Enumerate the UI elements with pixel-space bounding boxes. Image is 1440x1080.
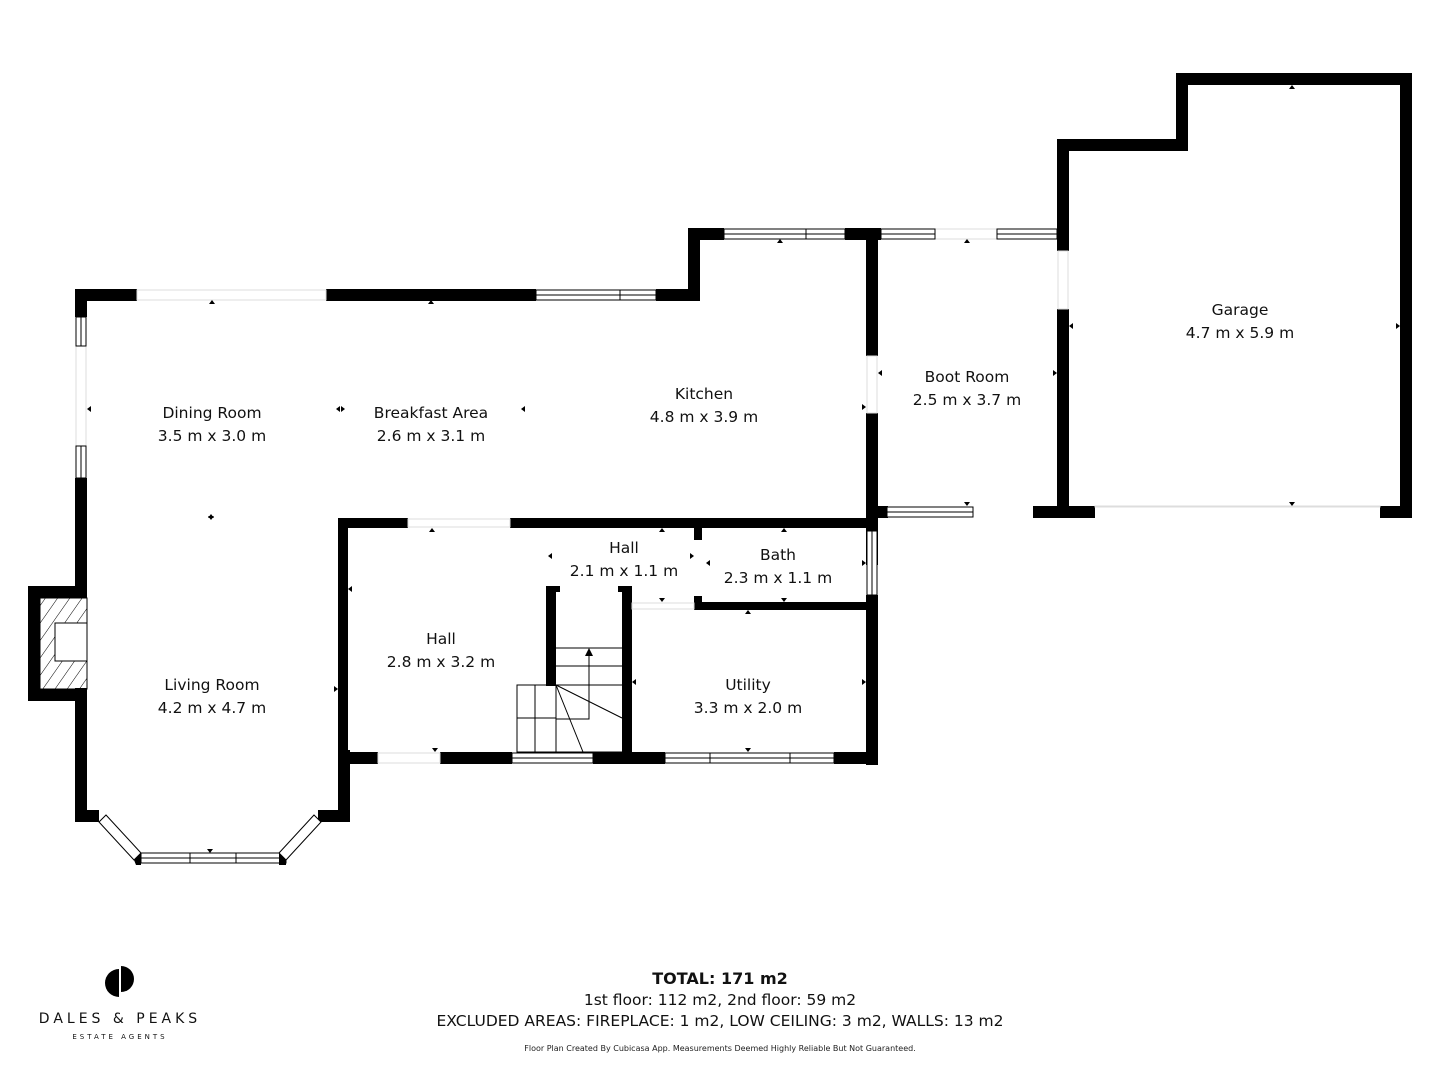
room-hall-main: Hall 2.8 m x 3.2 m [387, 628, 495, 674]
openings [75, 228, 1381, 764]
staircase [516, 647, 624, 753]
garage-walls [1033, 73, 1412, 518]
room-name: Dining Room [162, 404, 262, 422]
room-size: 2.5 m x 3.7 m [912, 391, 1022, 409]
room-breakfast-area: Breakfast Area 2.6 m x 3.1 m [374, 402, 488, 448]
room-size: 2.6 m x 3.1 m [376, 427, 486, 445]
room-hall-small: Hall 2.1 m x 1.1 m [570, 537, 678, 583]
room-name: Garage [1211, 301, 1269, 319]
room-name: Hall [609, 539, 639, 557]
room-garage: Garage 4.7 m x 5.9 m [1186, 299, 1294, 345]
agency-logo: DALES & PEAKS ESTATE AGENTS [30, 965, 210, 1041]
room-size: 4.2 m x 4.7 m [157, 699, 267, 717]
room-size: 2.3 m x 1.1 m [723, 569, 833, 587]
room-living-room: Living Room 4.2 m x 4.7 m [158, 674, 266, 720]
area-summary: TOTAL: 171 m2 1st floor: 112 m2, 2nd flo… [437, 968, 1004, 1053]
room-name: Bath [759, 546, 797, 564]
room-utility: Utility 3.3 m x 2.0 m [694, 674, 802, 720]
room-name: Living Room [164, 676, 260, 694]
room-size: 4.7 m x 5.9 m [1185, 324, 1295, 342]
room-dining-room: Dining Room 3.5 m x 3.0 m [158, 402, 266, 448]
room-name: Boot Room [924, 368, 1010, 386]
excluded-areas: EXCLUDED AREAS: FIREPLACE: 1 m2, LOW CEI… [436, 1012, 1004, 1030]
total-area: TOTAL: 171 m2 [652, 969, 788, 988]
fireplace [39, 597, 88, 690]
interior-walls [338, 518, 872, 758]
dimension-markers [87, 85, 1400, 853]
stair-arrow-icon [585, 648, 593, 656]
windows [75, 228, 1058, 865]
room-boot-room: Boot Room 2.5 m x 3.7 m [913, 366, 1021, 412]
room-bath: Bath 2.3 m x 1.1 m [724, 544, 832, 590]
room-size: 2.1 m x 1.1 m [569, 562, 679, 580]
room-name: Breakfast Area [373, 404, 489, 422]
agency-subtitle: ESTATE AGENTS [72, 1033, 168, 1041]
room-size: 2.8 m x 3.2 m [386, 653, 496, 671]
room-name: Hall [426, 630, 456, 648]
dp-logo-icon [105, 966, 134, 997]
room-kitchen: Kitchen 4.8 m x 3.9 m [650, 383, 758, 429]
room-size: 3.5 m x 3.0 m [157, 427, 267, 445]
agency-name: DALES & PEAKS [38, 1011, 202, 1027]
room-size: 4.8 m x 3.9 m [649, 408, 759, 426]
floor-areas: 1st floor: 112 m2, 2nd floor: 59 m2 [583, 991, 857, 1009]
exterior-walls [28, 228, 888, 822]
room-name: Utility [725, 676, 771, 694]
room-size: 3.3 m x 2.0 m [693, 699, 803, 717]
room-name: Kitchen [674, 385, 734, 403]
credit-disclaimer: Floor Plan Created By Cubicasa App. Meas… [524, 1044, 916, 1053]
